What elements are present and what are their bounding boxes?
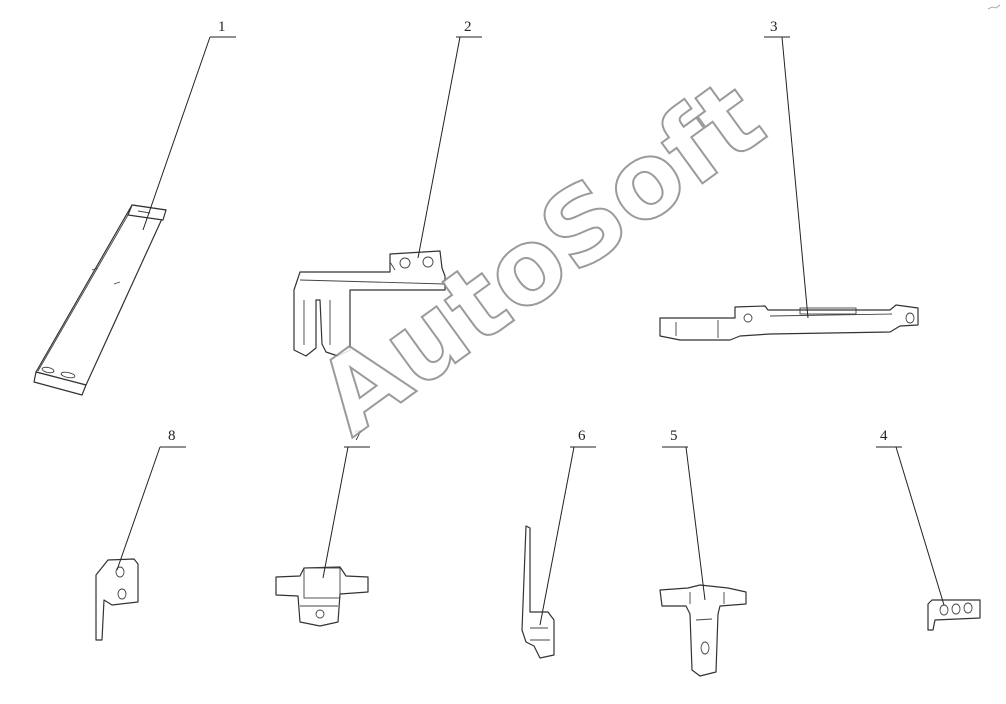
part-7-bracket	[275, 566, 369, 627]
callout-1-label: 1	[218, 19, 226, 35]
callout-6-label: 6	[578, 428, 586, 444]
callout-5-label: 5	[670, 428, 678, 444]
callout-4: 4	[876, 428, 945, 606]
callout-2: 2	[417, 19, 482, 259]
part-1-bracket	[33, 204, 167, 396]
watermark-text: AutoSoft	[295, 56, 785, 459]
part-4-bracket	[927, 599, 981, 631]
callout-7: 7	[322, 428, 370, 579]
part-3-bracket	[659, 304, 919, 341]
callout-8-label: 8	[168, 428, 176, 444]
callout-5: 5	[662, 428, 706, 601]
callout-7-label: 7	[354, 428, 362, 444]
callout-1: 1	[142, 19, 236, 231]
callout-3-label: 3	[770, 19, 778, 35]
callout-8: 8	[116, 428, 186, 571]
callout-3: 3	[764, 19, 809, 319]
callout-6: 6	[539, 428, 596, 626]
callout-2-label: 2	[464, 19, 472, 35]
callout-4-label: 4	[880, 428, 888, 444]
part-8-bracket	[95, 558, 139, 641]
corner-mark	[987, 4, 1001, 10]
part-2-bracket	[293, 250, 446, 357]
part-6-bracket	[521, 525, 555, 659]
part-5-bracket	[659, 584, 747, 677]
